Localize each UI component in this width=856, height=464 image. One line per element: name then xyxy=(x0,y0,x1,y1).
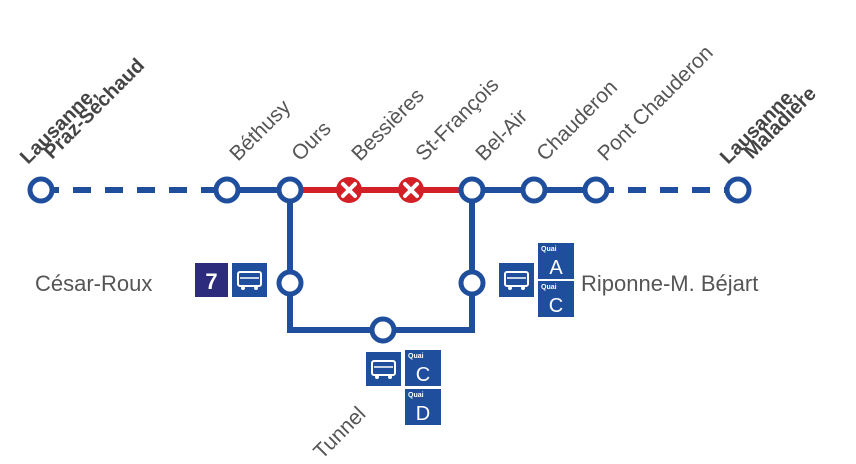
station-maladiere[interactable] xyxy=(724,176,752,204)
station-praz-sechaud[interactable] xyxy=(27,176,55,204)
closed-x-icon xyxy=(403,182,419,198)
quai-a-badge: Quai A xyxy=(538,243,574,279)
station-pont-chauderon[interactable] xyxy=(582,176,610,204)
bus-icon xyxy=(232,263,267,297)
station-chauderon[interactable] xyxy=(520,176,548,204)
quai-label: Quai xyxy=(408,353,424,360)
station-st-francois-closed[interactable] xyxy=(398,177,424,203)
station-bessieres-closed[interactable] xyxy=(336,177,362,203)
label-bethusy: Béthusy xyxy=(225,95,295,165)
quai-label: Quai xyxy=(541,246,557,253)
label-riponne: Riponne-M. Béjart xyxy=(581,271,758,296)
station-riponne[interactable] xyxy=(458,269,486,297)
bus-icon xyxy=(366,352,401,386)
station-tunnel[interactable] xyxy=(369,316,397,344)
quai-label: Quai xyxy=(408,392,424,399)
label-ours: Ours xyxy=(287,117,335,165)
line-segment-detour xyxy=(287,190,475,333)
quai-letter-c: C xyxy=(416,364,430,386)
quai-d-badge: Quai D xyxy=(405,389,441,425)
quai-c-badge: Quai C xyxy=(405,350,441,386)
quai-letter-c: C xyxy=(549,295,563,317)
label-praz-sechaud-line2: Praz-Séchaud xyxy=(40,54,149,163)
quai-label: Quai xyxy=(541,284,557,291)
label-bel-air: Bel-Air xyxy=(471,105,532,166)
closed-x-icon xyxy=(341,182,357,198)
station-ours[interactable] xyxy=(276,176,304,204)
bus-icon xyxy=(499,263,534,297)
station-bethusy[interactable] xyxy=(213,176,241,204)
station-bel-air[interactable] xyxy=(458,176,486,204)
station-cesar-roux[interactable] xyxy=(276,269,304,297)
line-7-label: 7 xyxy=(205,269,217,294)
quai-letter-d: D xyxy=(416,403,430,425)
label-cesar-roux: César-Roux xyxy=(35,271,152,296)
quai-c-badge: Quai C xyxy=(538,281,574,317)
line-7-badge[interactable]: 7 xyxy=(195,263,228,297)
label-pont-chauderon: Pont Chauderon xyxy=(593,41,717,165)
label-tunnel: Tunnel xyxy=(309,402,370,463)
quai-letter-a: A xyxy=(549,257,563,279)
